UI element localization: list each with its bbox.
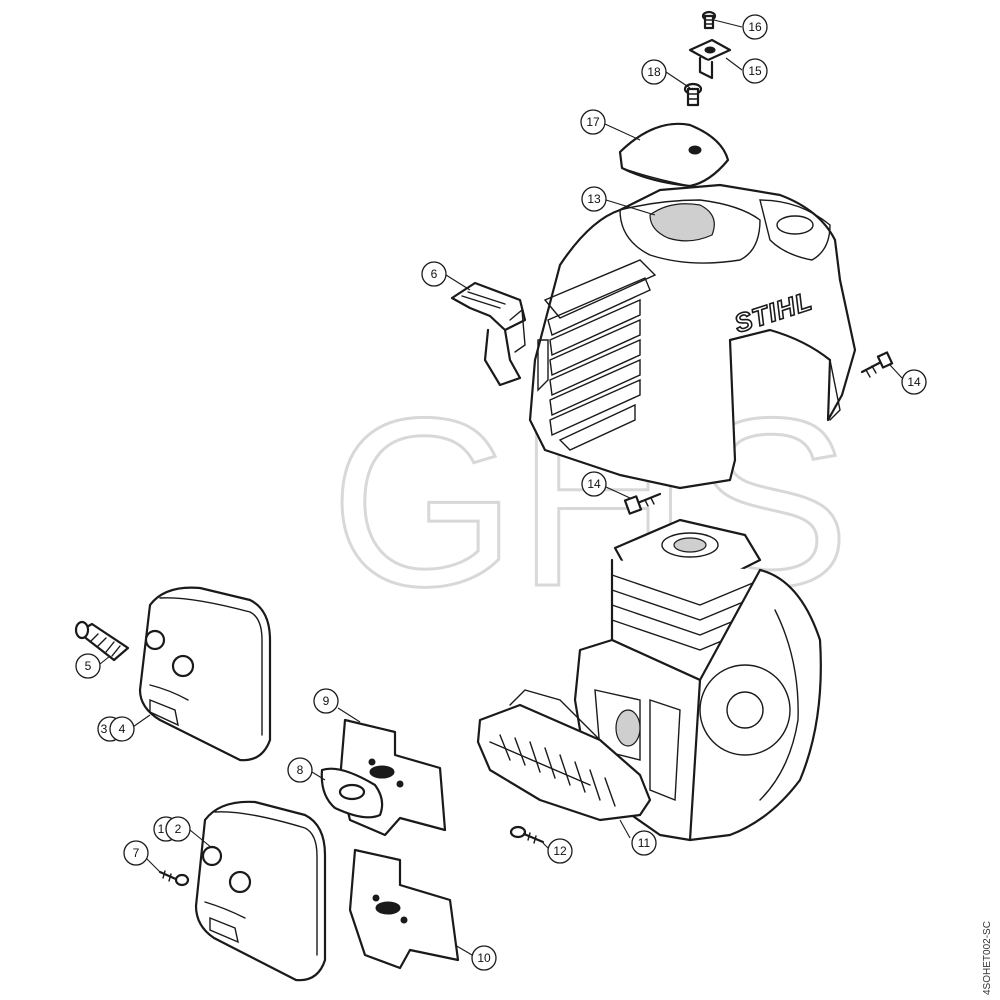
svg-text:18: 18 xyxy=(647,65,661,79)
callout-8[interactable]: 8 xyxy=(287,757,313,783)
part-16-screw[interactable] xyxy=(701,10,717,30)
svg-text:11: 11 xyxy=(638,836,651,850)
svg-text:15: 15 xyxy=(748,64,762,78)
svg-text:6: 6 xyxy=(431,267,438,281)
part-8-gasket[interactable] xyxy=(320,767,384,819)
part-5-spark-arrestor[interactable] xyxy=(74,620,130,662)
part-14-screw-center[interactable] xyxy=(623,492,662,515)
part-7-screw[interactable] xyxy=(158,870,190,887)
svg-text:14: 14 xyxy=(587,477,601,491)
part-15-clip[interactable] xyxy=(688,38,732,80)
svg-text:16: 16 xyxy=(748,20,762,34)
svg-text:12: 12 xyxy=(553,844,567,858)
part-11-shield[interactable] xyxy=(476,689,652,822)
svg-text:2: 2 xyxy=(175,822,182,836)
drawing-code: 4SOHET002-SC xyxy=(982,921,993,995)
callout-1-2[interactable]: 1 2 xyxy=(153,816,191,842)
part-18-screw[interactable] xyxy=(683,82,703,107)
svg-text:3: 3 xyxy=(101,722,108,736)
svg-text:8: 8 xyxy=(297,763,304,777)
callout-17[interactable]: 17 xyxy=(580,109,606,135)
callout-12[interactable]: 12 xyxy=(547,838,573,864)
callout-7[interactable]: 7 xyxy=(123,840,149,866)
callout-18[interactable]: 18 xyxy=(641,59,667,85)
svg-text:7: 7 xyxy=(133,846,140,860)
svg-text:5: 5 xyxy=(85,659,92,673)
svg-text:13: 13 xyxy=(587,192,601,206)
part-10-plate[interactable] xyxy=(348,848,460,970)
part-1-2-muffler[interactable] xyxy=(194,800,327,982)
svg-text:4: 4 xyxy=(119,722,126,736)
callout-9[interactable]: 9 xyxy=(313,688,339,714)
engine-hood[interactable]: STIHL xyxy=(528,183,857,490)
part-14-screw-right[interactable] xyxy=(860,351,894,378)
callout-3-4[interactable]: 3 4 xyxy=(97,716,135,742)
svg-text:10: 10 xyxy=(477,951,491,965)
part-12-screw[interactable] xyxy=(509,825,545,844)
part-6-bracket[interactable] xyxy=(450,281,527,387)
callout-15[interactable]: 15 xyxy=(742,58,768,84)
svg-text:9: 9 xyxy=(323,694,330,708)
callout-11[interactable]: 11 xyxy=(631,830,657,856)
svg-text:1: 1 xyxy=(158,822,165,836)
hood-vent-grille xyxy=(543,259,657,451)
callout-6[interactable]: 6 xyxy=(421,261,447,287)
callout-14-center[interactable]: 14 xyxy=(581,471,607,497)
svg-text:14: 14 xyxy=(907,375,921,389)
callout-16[interactable]: 16 xyxy=(742,14,768,40)
svg-text:17: 17 xyxy=(586,115,600,129)
callout-14-right[interactable]: 14 xyxy=(901,369,927,395)
callout-13[interactable]: 13 xyxy=(581,186,607,212)
part-3-4-muffler[interactable] xyxy=(138,586,272,762)
callout-10[interactable]: 10 xyxy=(471,945,497,971)
part-17-cap[interactable] xyxy=(618,122,730,188)
callout-5[interactable]: 5 xyxy=(75,653,101,679)
